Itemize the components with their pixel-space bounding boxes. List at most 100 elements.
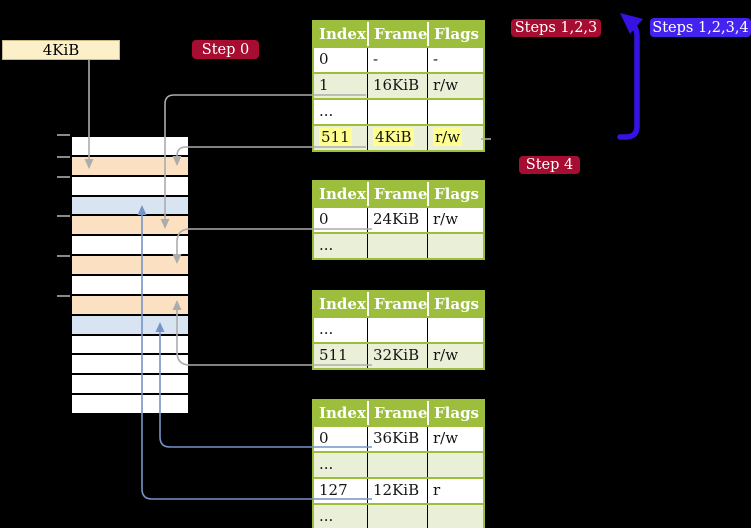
- cell-value: ...: [319, 455, 334, 473]
- cell-value: r/w: [433, 76, 459, 94]
- column-header: Index: [319, 404, 366, 422]
- column-header: Frame: [367, 182, 427, 206]
- table-cell: 36KiB: [367, 427, 427, 451]
- table-cell: 1: [314, 74, 367, 98]
- table-row: 0 36KiB r/w: [314, 425, 483, 451]
- table-cell: 127: [314, 479, 367, 503]
- cell-value: r/w: [433, 429, 459, 447]
- badge-step-0: Step 0: [192, 40, 259, 59]
- strip-tick-marks: [57, 134, 70, 297]
- table-cell: 12KiB: [367, 479, 427, 503]
- table-cell: 24KiB: [367, 208, 427, 232]
- table-cell: ...: [314, 100, 367, 124]
- cell-value: 127: [319, 481, 348, 499]
- memory-strip-row-peach: [72, 214, 188, 235]
- badge-steps-1-2-3: Steps 1,2,3: [511, 19, 601, 37]
- cell-value: 0: [319, 50, 329, 68]
- table-cell: 0: [314, 208, 367, 232]
- table-row: ...: [314, 98, 483, 124]
- cell-value: ...: [319, 236, 334, 254]
- table-row: 511 32KiB r/w: [314, 342, 483, 368]
- cell-value: r/w: [433, 210, 459, 228]
- cell-value: 1: [319, 76, 329, 94]
- badge-steps-1-2-3-4: Steps 1,2,3,4: [650, 18, 751, 37]
- table-cell: [367, 318, 427, 342]
- memory-strip-row-blue: [72, 194, 188, 215]
- memory-strip-row-peach: [72, 154, 188, 175]
- table-cell: [427, 234, 483, 258]
- highlighted-value: r/w: [433, 128, 463, 146]
- table-row: ...: [314, 316, 483, 342]
- table-row: 127 12KiB r: [314, 477, 483, 503]
- table-cell: 511: [314, 126, 367, 150]
- memory-strip-row-peach: [72, 293, 188, 314]
- column-header: Flags: [427, 401, 483, 425]
- table-cell: ...: [314, 505, 367, 528]
- table-cell: 16KiB: [367, 74, 427, 98]
- table-cell: 511: [314, 344, 367, 368]
- column-header: Frame: [367, 292, 427, 316]
- table-cell: 0: [314, 48, 367, 72]
- table-cell: ...: [314, 318, 367, 342]
- cell-value: 511: [319, 346, 348, 364]
- table-cell: [427, 100, 483, 124]
- memory-strip-row-peach: [72, 254, 188, 275]
- cell-value: r/w: [433, 346, 459, 364]
- table-cell: [367, 100, 427, 124]
- cell-value: 16KiB: [373, 76, 420, 94]
- cell-value: 32KiB: [373, 346, 420, 364]
- table-cell: [427, 453, 483, 477]
- memory-strip-row-white: [72, 274, 188, 294]
- memory-strip-row-white: [72, 353, 188, 374]
- steps-flow-arrow: [617, 13, 643, 140]
- column-header: Frame: [367, 22, 427, 46]
- memory-strip-row-white: [72, 393, 188, 414]
- memory-strip-row-white: [72, 333, 188, 354]
- cell-value: -: [433, 50, 439, 68]
- table-cell: ...: [314, 453, 367, 477]
- memory-strip-row-white: [72, 373, 188, 394]
- column-header: Flags: [427, 22, 483, 46]
- memory-strip-row-white: [72, 137, 188, 155]
- cell-value: r: [433, 481, 441, 499]
- column-header: Index: [319, 185, 366, 203]
- table-cell: r: [427, 479, 483, 503]
- table-cell: [427, 505, 483, 528]
- column-header: Index: [319, 25, 366, 43]
- table-cell: -: [367, 48, 427, 72]
- column-header: Frame: [367, 401, 427, 425]
- table-cell: r/w: [427, 344, 483, 368]
- cell-value: 12KiB: [373, 481, 420, 499]
- table-row: ...: [314, 503, 483, 528]
- table-cell: r/w: [427, 208, 483, 232]
- memory-strip-row-white: [72, 234, 188, 255]
- page-size-label: 4KiB: [2, 40, 120, 60]
- cell-value: 0: [319, 210, 329, 228]
- cell-value: 24KiB: [373, 210, 420, 228]
- highlighted-value: 4KiB: [373, 128, 414, 146]
- cell-value: -: [373, 50, 379, 68]
- table-row: ...: [314, 451, 483, 477]
- table-row: 511 4KiB r/w: [314, 124, 483, 150]
- highlighted-value: 511: [319, 128, 352, 146]
- table-cell: [367, 234, 427, 258]
- table-cell: 0: [314, 427, 367, 451]
- table-cell: -: [427, 48, 483, 72]
- cell-value: ...: [319, 102, 334, 120]
- table-cell: [427, 318, 483, 342]
- table-cell: ...: [314, 234, 367, 258]
- column-header: Flags: [427, 182, 483, 206]
- table-row: 1 16KiB r/w: [314, 72, 483, 98]
- memory-strip-row-white: [72, 174, 188, 195]
- cell-value: ...: [319, 320, 334, 338]
- cell-value: 36KiB: [373, 429, 420, 447]
- column-header: Index: [319, 295, 366, 313]
